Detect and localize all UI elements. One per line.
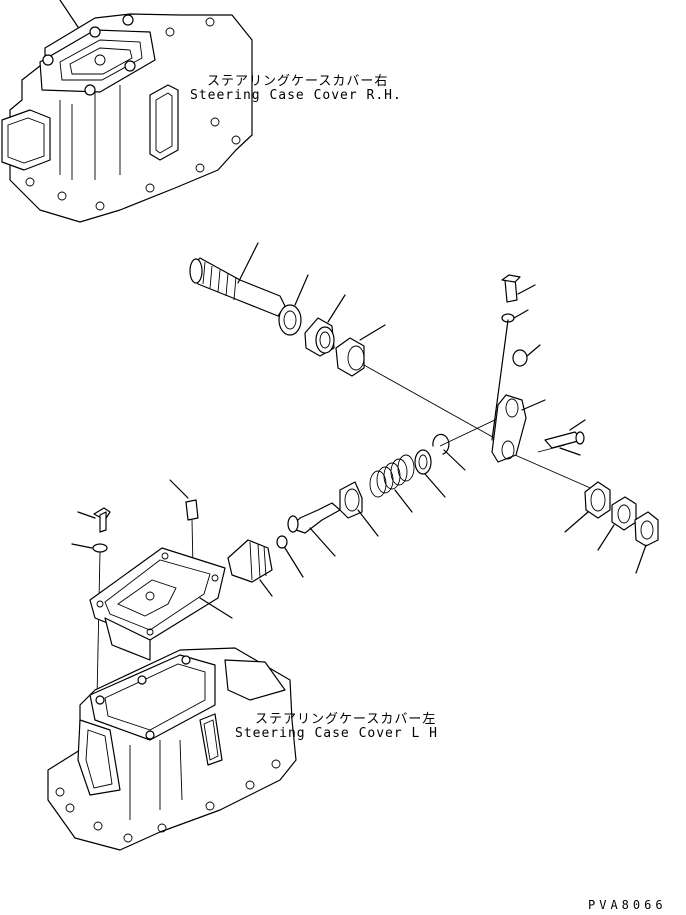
cover-lh-japanese-label: ステアリングケースカバー左: [255, 712, 437, 727]
steering-case-cover-rh: [1, 0, 253, 223]
lever-assembly: [432, 274, 586, 471]
cover-rh-japanese-label: ステアリングケースカバー右: [207, 74, 389, 89]
shaft-assembly: [189, 242, 596, 491]
cover-plate: [89, 547, 233, 661]
drawing-code: PVA8066: [588, 898, 667, 912]
left-small-parts: [71, 479, 199, 699]
right-bushings: [564, 481, 659, 574]
cover-lh-english-label: Steering Case Cover L H: [235, 726, 439, 741]
cover-rh-english-label: Steering Case Cover R.H.: [190, 88, 402, 103]
spool-assembly: [227, 449, 446, 597]
steering-case-cover-lh: [47, 647, 297, 851]
